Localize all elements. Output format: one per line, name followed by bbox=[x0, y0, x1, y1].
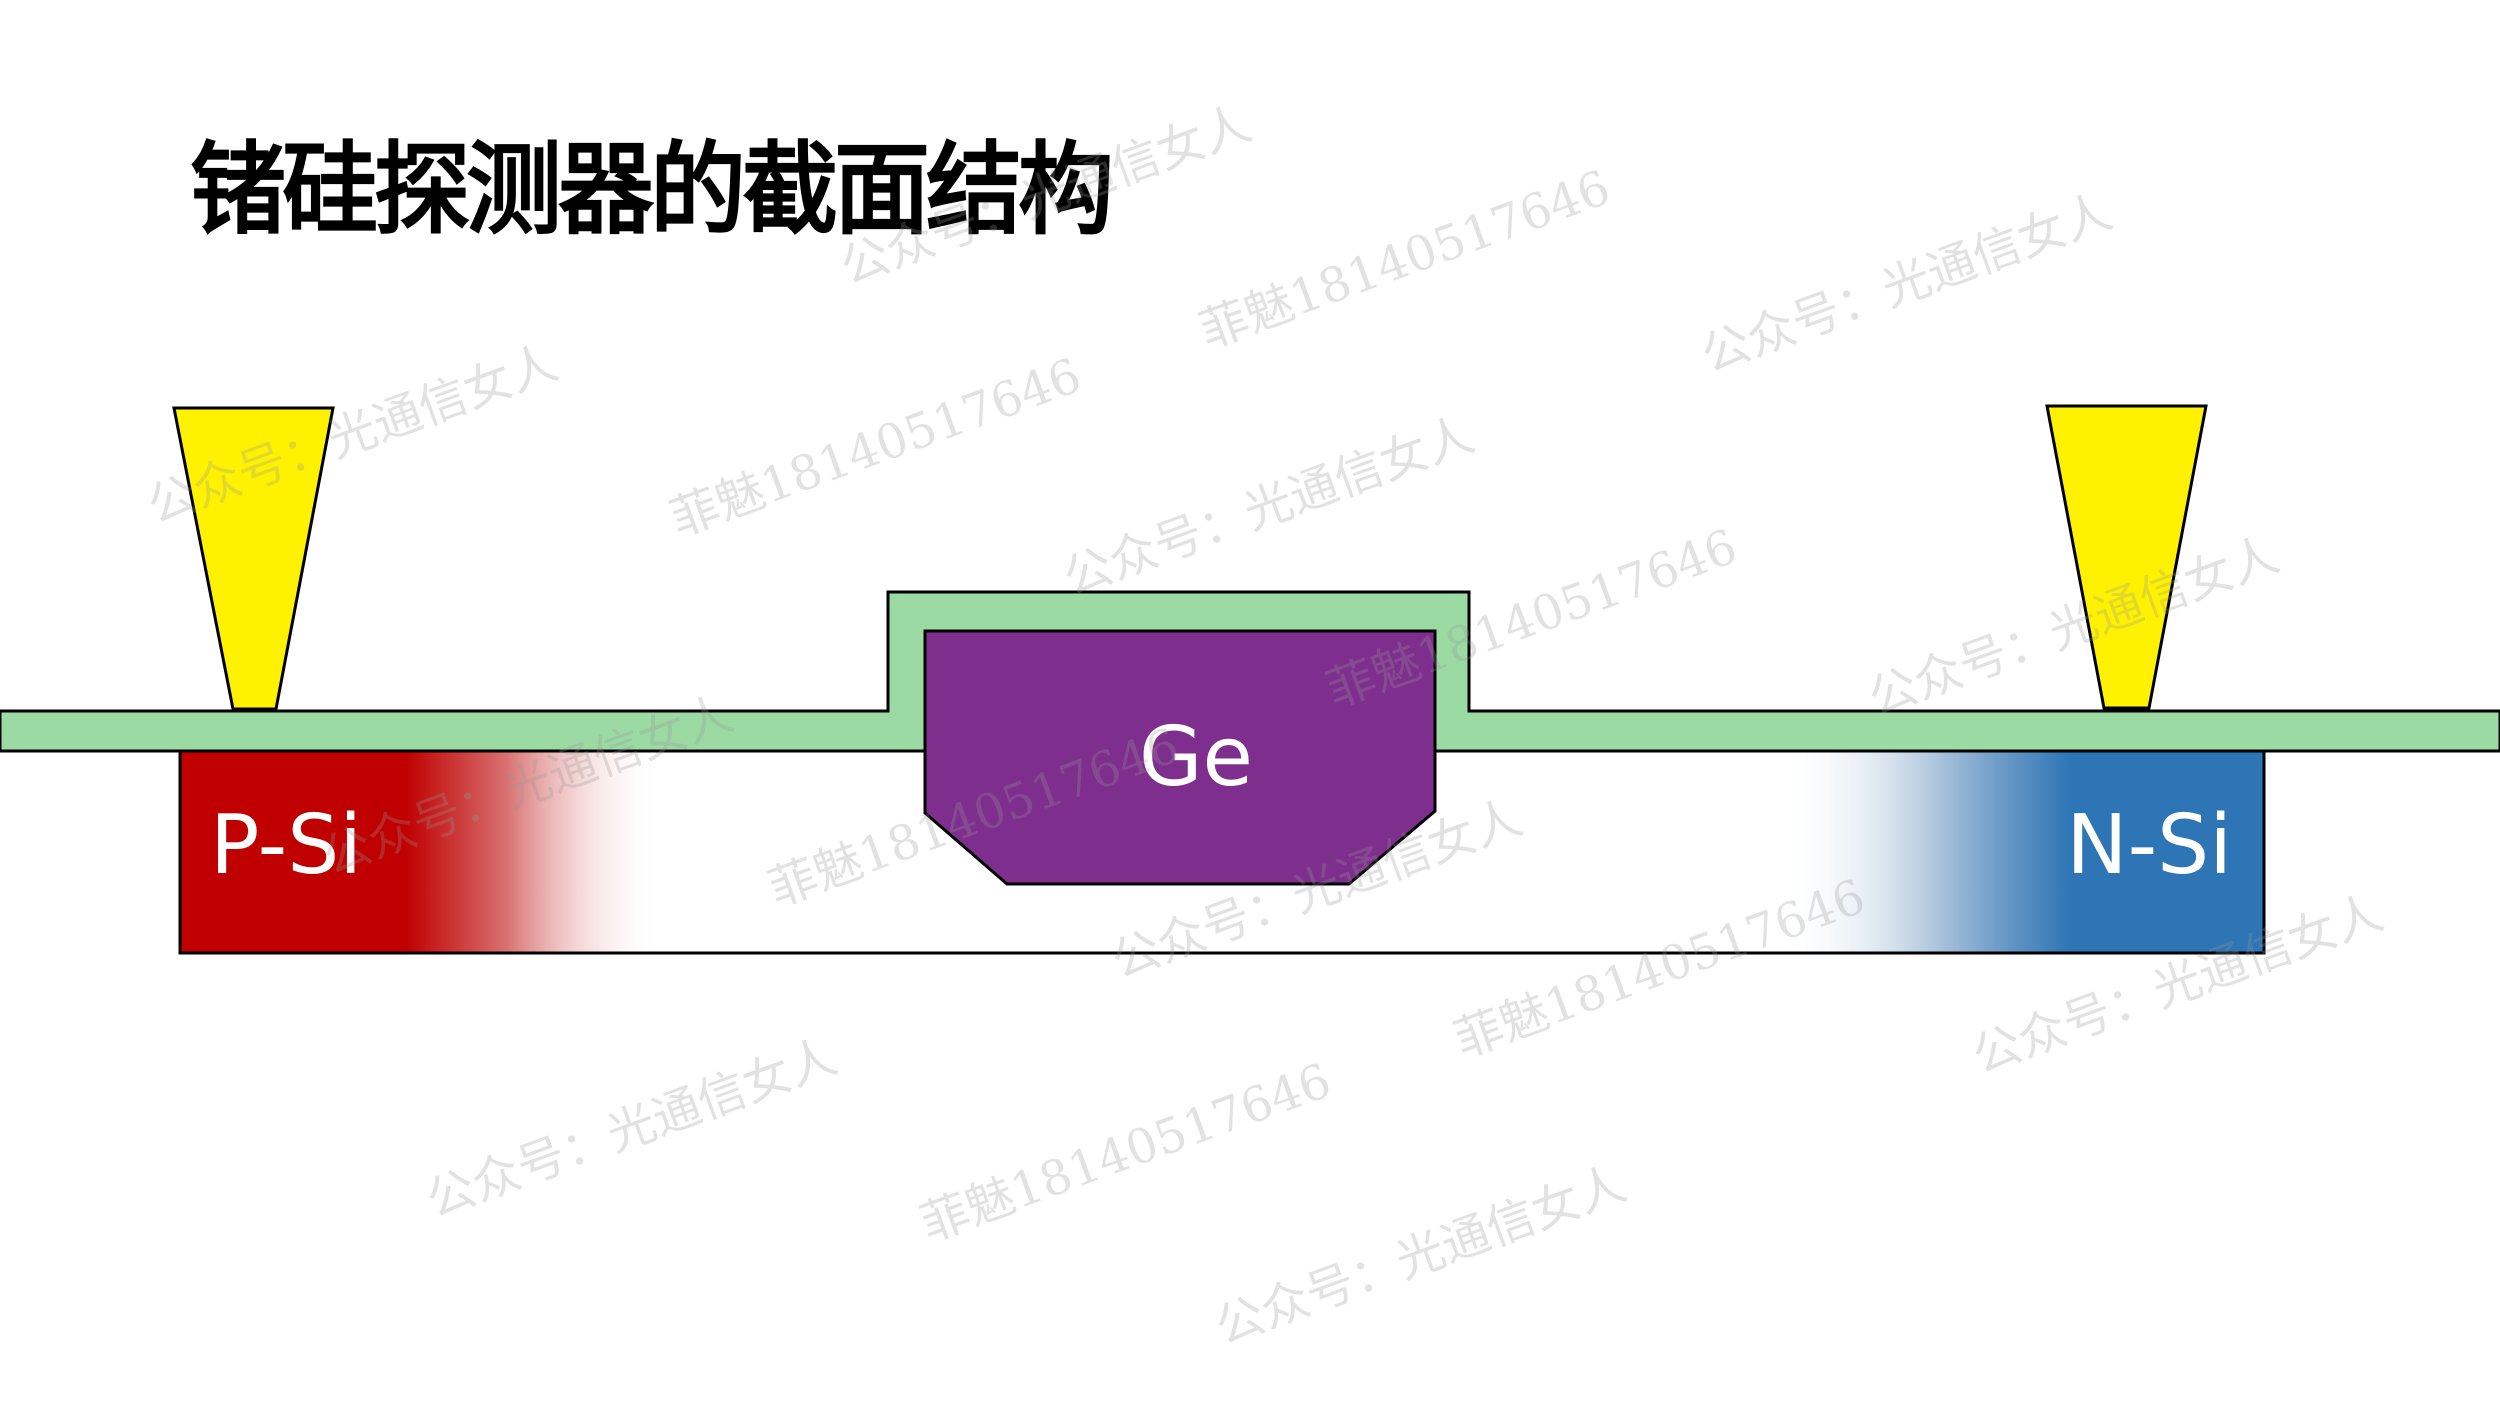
right-contact bbox=[2045, 404, 2208, 710]
germanium-region bbox=[923, 629, 1437, 886]
n-si-region bbox=[1780, 752, 2263, 952]
p-si-label: P-Si bbox=[210, 798, 362, 893]
n-si-label: N-Si bbox=[2066, 798, 2232, 893]
p-si-region bbox=[181, 752, 661, 952]
ge-label: Ge bbox=[1139, 710, 1253, 805]
page-title: 锗硅探测器的截面结构 bbox=[190, 131, 1114, 249]
left-contact bbox=[172, 406, 335, 711]
